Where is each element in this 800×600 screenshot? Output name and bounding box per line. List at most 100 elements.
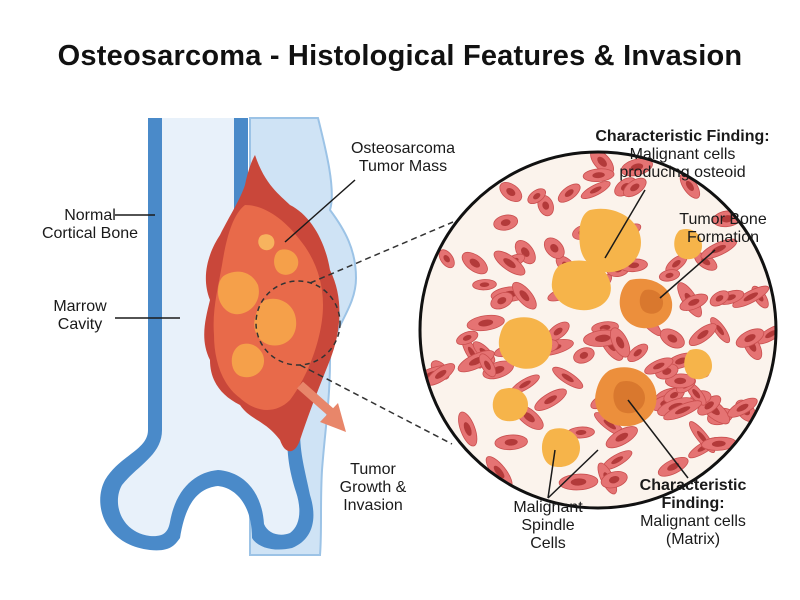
- cell-nucleus: [575, 429, 587, 436]
- cell-nucleus: [653, 362, 665, 370]
- cell-nucleus: [630, 163, 644, 172]
- cell-nucleus: [696, 430, 708, 444]
- cell-nucleus: [615, 336, 625, 349]
- spindle-cell: [537, 195, 554, 217]
- cell-nucleus: [544, 395, 557, 405]
- cell-nucleus: [685, 180, 695, 191]
- cell-nucleus: [519, 290, 530, 302]
- label-line: Growth &: [339, 479, 407, 496]
- cell-nucleus: [595, 334, 611, 342]
- cell-nucleus: [711, 440, 726, 447]
- label-line: Malignant cells: [629, 146, 736, 163]
- spindle-cell: [620, 158, 653, 177]
- label-line: Invasion: [343, 497, 403, 514]
- spindle-cell: [663, 400, 702, 421]
- cell-nucleus: [506, 187, 516, 197]
- spindle-cell: [494, 434, 528, 451]
- leader-finding-matrix: [627, 399, 689, 479]
- spindle-cell: [727, 397, 758, 418]
- cell-nucleus: [500, 219, 511, 226]
- spindle-cell: [456, 330, 479, 346]
- cell-nucleus: [497, 297, 507, 305]
- cell-nucleus: [711, 244, 726, 254]
- label-line: Formation: [686, 229, 760, 246]
- cell-nucleus: [667, 334, 678, 343]
- cell-nucleus: [633, 349, 642, 357]
- cell-nucleus: [597, 156, 607, 167]
- spindle-cell: [478, 353, 497, 378]
- spindle-cell: [458, 411, 478, 447]
- label-marrow-cavity: Marrow Cavity: [45, 298, 115, 334]
- cell-nucleus: [736, 403, 749, 412]
- cell-nucleus: [570, 478, 587, 486]
- leader-spindle-cells-b: [547, 449, 599, 499]
- cell-nucleus: [674, 406, 691, 415]
- spindle-cell: [490, 291, 514, 310]
- label-spindle-cells: Malignant Spindle Cells: [506, 499, 590, 553]
- cell-nucleus: [697, 330, 709, 340]
- spindle-cell: [605, 426, 638, 449]
- cell-nucleus: [667, 462, 680, 471]
- spindle-cell: [493, 250, 526, 276]
- tumor-mass: [204, 155, 340, 452]
- cell-nucleus: [592, 172, 605, 179]
- cell-nucleus: [463, 422, 472, 436]
- cell-nucleus: [504, 438, 518, 446]
- cell-nucleus: [715, 295, 724, 302]
- cell-nucleus: [744, 334, 756, 343]
- cell-nucleus: [550, 243, 559, 253]
- spindle-cell: [552, 366, 584, 389]
- spindle-cell: [658, 269, 681, 282]
- label-heading: Characteristic Finding:: [595, 128, 770, 145]
- spindle-cell: [461, 251, 488, 275]
- leader-tumor-bone-formation: [659, 249, 716, 299]
- cell-nucleus: [743, 292, 759, 302]
- cell-nucleus: [674, 377, 687, 385]
- cell-nucleus: [675, 357, 688, 365]
- cell-nucleus: [484, 360, 491, 370]
- spindle-cell: [438, 249, 455, 269]
- cell-nucleus: [443, 255, 450, 263]
- label-line: Cells: [530, 535, 566, 552]
- cell-nucleus: [564, 189, 574, 197]
- label-finding-matrix: Characteristic Finding: Malignant cells …: [628, 477, 758, 549]
- cell-nucleus: [579, 351, 589, 359]
- spindle-cell: [557, 183, 581, 203]
- cell-nucleus: [503, 258, 516, 269]
- cell-nucleus: [469, 258, 480, 268]
- cell-nucleus: [716, 325, 725, 336]
- spindle-cell: [609, 327, 631, 358]
- spindle-cell: [466, 314, 505, 332]
- label-line: Malignant cells: [640, 513, 746, 530]
- cell-nucleus: [672, 259, 681, 268]
- label-line: Marrow: [53, 298, 107, 315]
- cell-nucleus: [630, 183, 640, 192]
- cell-nucleus: [519, 380, 531, 389]
- spindle-cell: [573, 347, 595, 364]
- spindle-cell: [600, 471, 628, 489]
- label-tumor-mass: Osteosarcoma Tumor Mass: [348, 140, 458, 176]
- spindle-cell: [732, 285, 770, 308]
- label-line: Tumor: [350, 461, 396, 478]
- spindle-cell: [623, 177, 647, 198]
- cell-nucleus: [665, 272, 674, 278]
- cell-nucleus: [704, 401, 714, 410]
- spindle-cell: [688, 323, 718, 346]
- spindle-cell: [472, 279, 497, 291]
- magnify-connector-top: [309, 221, 454, 284]
- label-line: Cavity: [57, 316, 103, 333]
- spindle-cell: [580, 180, 611, 200]
- spindle-cell: [627, 343, 649, 363]
- cell-nucleus: [611, 456, 624, 465]
- leader-tumor-mass: [284, 179, 356, 243]
- invasion-arrow: [297, 381, 346, 432]
- label-heading: Characteristic: [639, 477, 747, 494]
- label-finding-osteoid: Characteristic Finding: Malignant cells …: [585, 128, 780, 182]
- spindle-cell: [512, 281, 537, 310]
- spindle-cell: [534, 388, 567, 411]
- spindle-cell: [665, 373, 696, 389]
- label-line: Normal: [64, 207, 116, 224]
- leader-lines: [115, 179, 716, 499]
- leader-finding-osteoid: [604, 189, 646, 259]
